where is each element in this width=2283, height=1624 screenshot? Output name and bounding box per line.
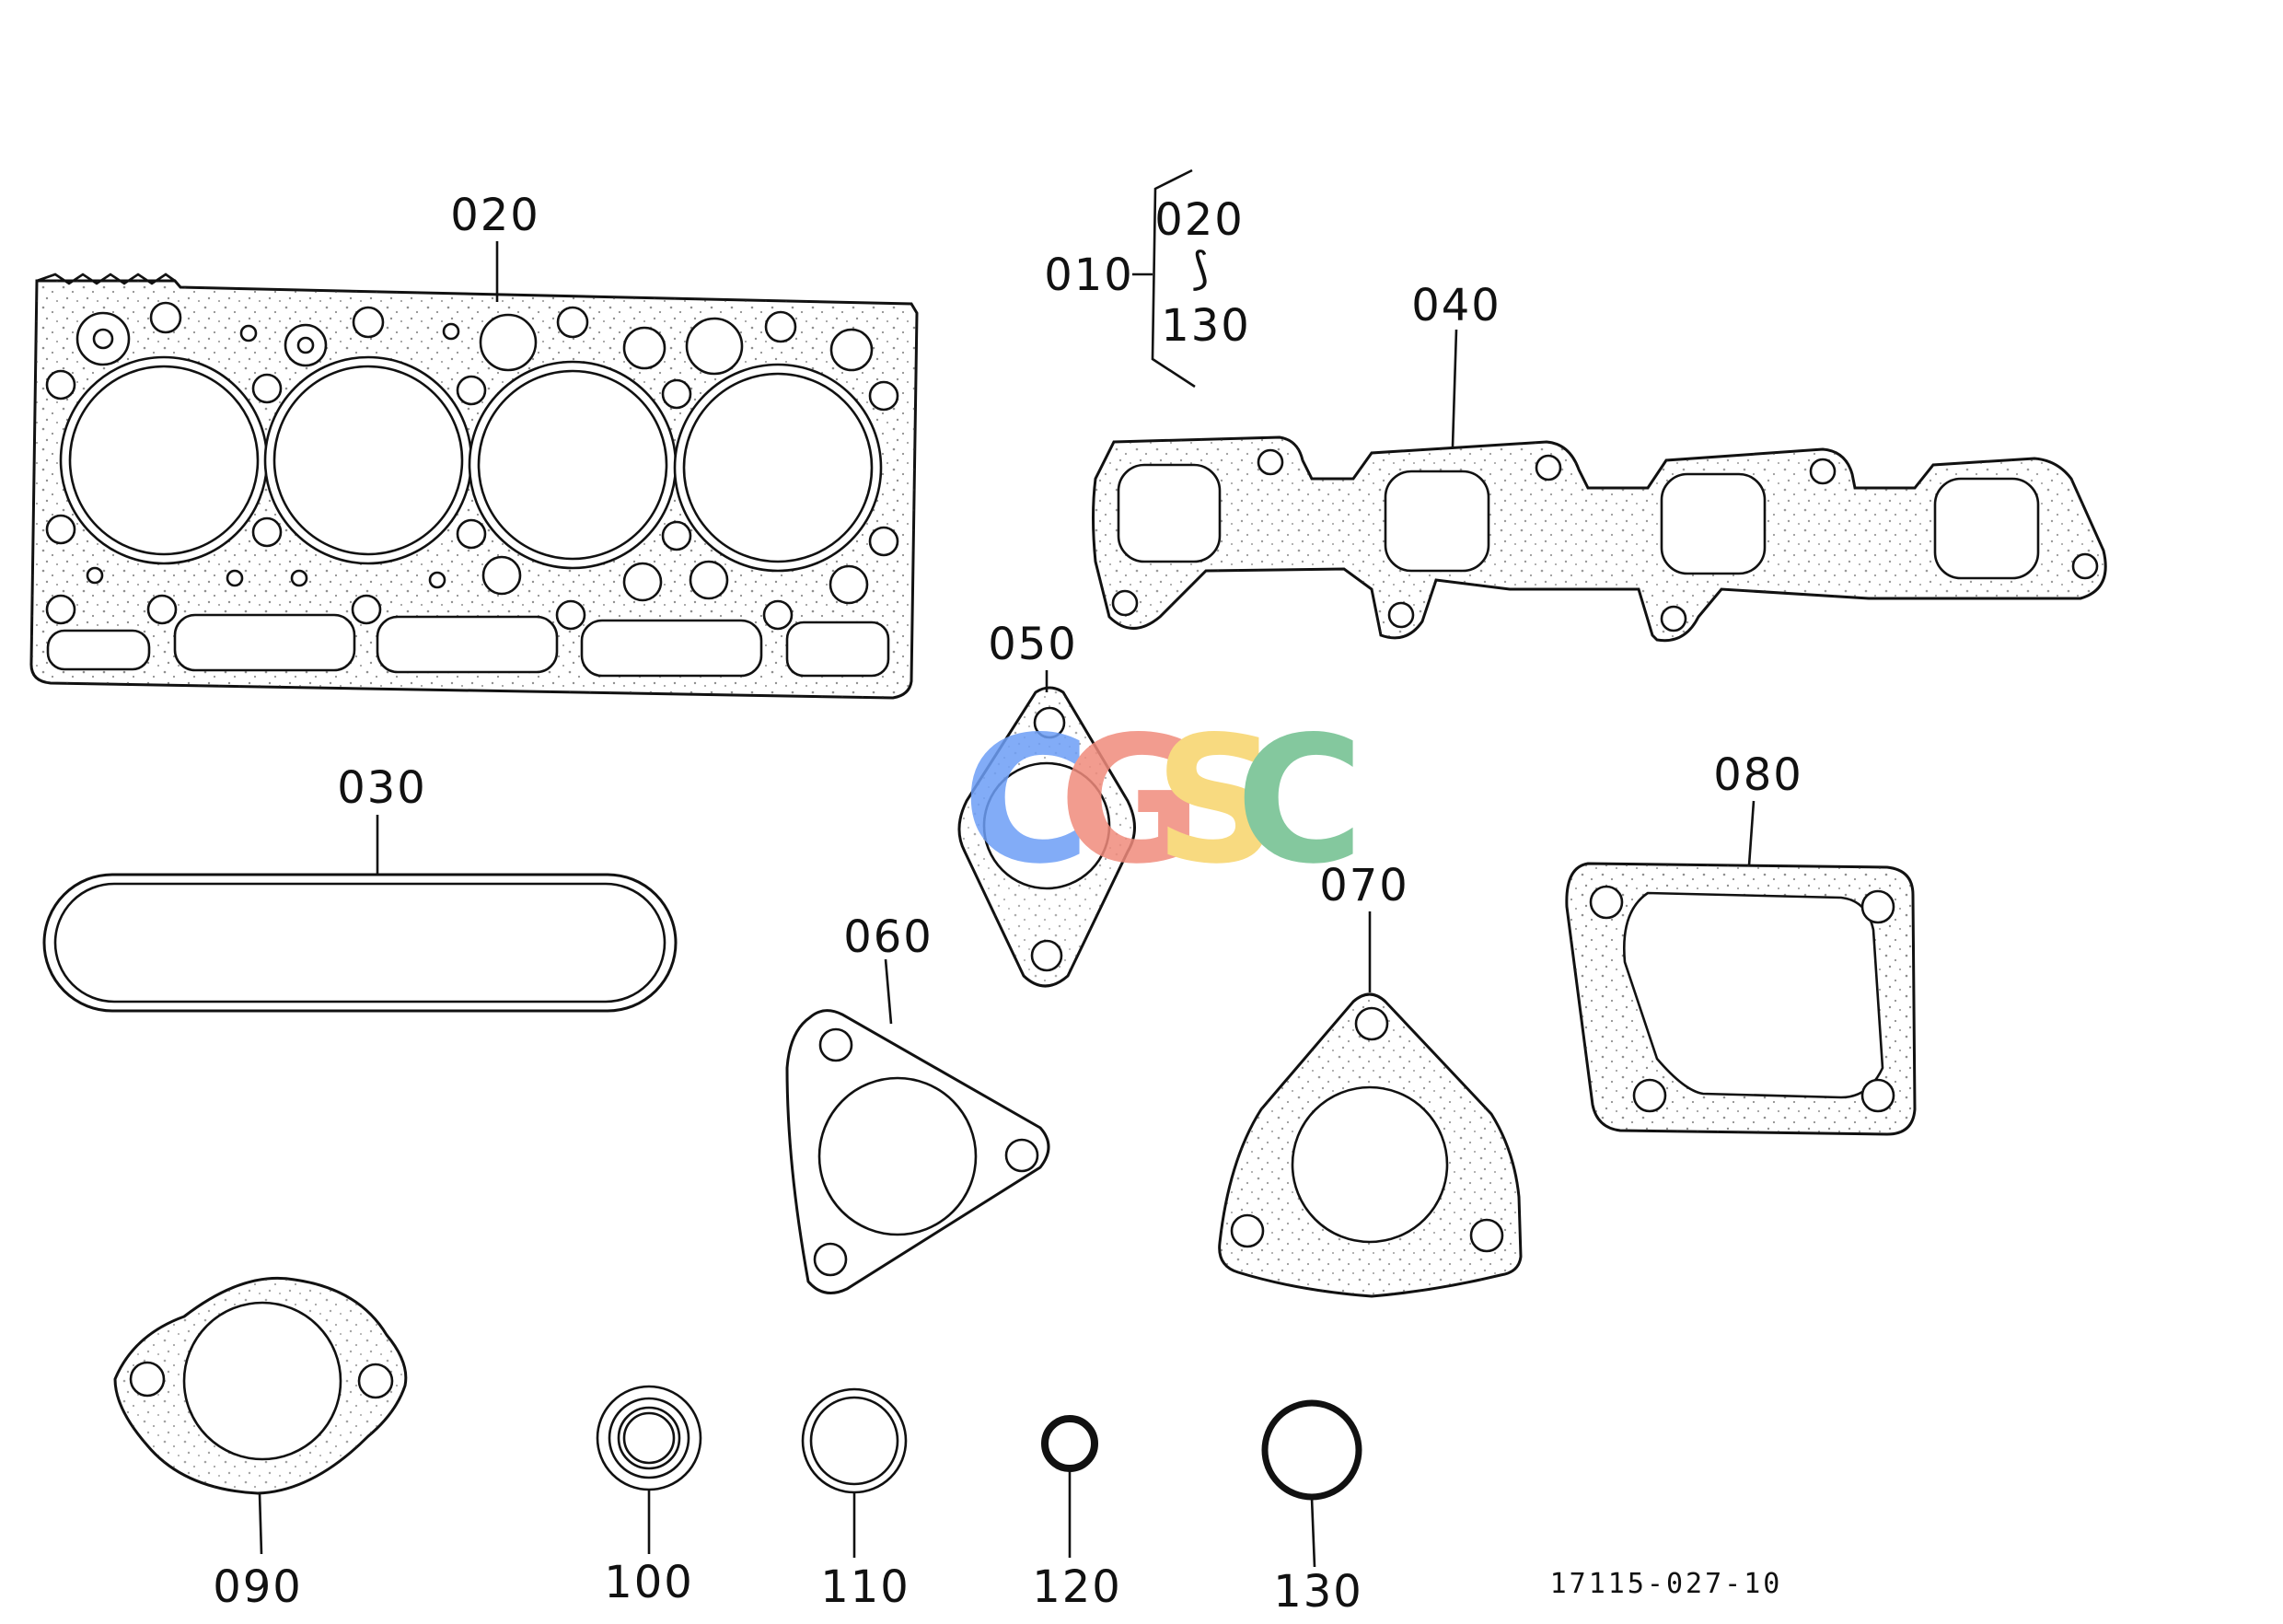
- kit-range-end: 130: [1161, 300, 1251, 352]
- label-130: 130: [1273, 1566, 1363, 1618]
- oil-seal: [596, 1385, 702, 1491]
- label-080: 080: [1713, 749, 1803, 801]
- label-040: 040: [1411, 280, 1501, 331]
- label-020: 020: [450, 190, 540, 241]
- label-060: 060: [843, 911, 933, 963]
- oval-flange-gasket: [113, 1276, 408, 1495]
- watermark-letter-4: C: [1235, 699, 1363, 902]
- diamond-flange-gasket: [957, 686, 1136, 988]
- part-labels: 020 030 040 050 060 070 080 090 100 110 …: [213, 190, 1803, 1618]
- label-070: 070: [1319, 860, 1409, 911]
- label-090: 090: [213, 1561, 303, 1613]
- label-050: 050: [988, 619, 1078, 670]
- kit-range-start: 020: [1154, 194, 1245, 246]
- triangle-flange-gasket-stippled: [1218, 992, 1523, 1298]
- watermark-letter-1: C: [962, 699, 1090, 902]
- kit-range-separator: ⟆: [1192, 243, 1211, 295]
- kit-callout: 010 020 ⟆ 130: [1044, 194, 1251, 352]
- drawing-number: 17115-027-10: [1550, 1568, 1783, 1600]
- watermark-letter-3: S: [1154, 699, 1281, 902]
- leader-lines: [258, 168, 1756, 1568]
- label-100: 100: [604, 1557, 694, 1608]
- triangle-flange-gasket: [785, 1009, 1050, 1294]
- label-110: 110: [820, 1561, 910, 1613]
- label-120: 120: [1032, 1561, 1122, 1613]
- sealing-ring: [801, 1387, 908, 1494]
- watermark-letter-2: G: [1059, 699, 1202, 902]
- manifold-gasket: [1092, 435, 2107, 643]
- label-030: 030: [337, 762, 427, 814]
- cgsc-watermark: C G S C: [962, 699, 1363, 902]
- tappet-cover-gasket: [42, 873, 678, 1013]
- cylinder-head-gasket: [29, 273, 919, 700]
- large-o-ring: [1261, 1399, 1362, 1501]
- rectangular-cover-gasket: [1565, 862, 1917, 1136]
- kit-label: 010: [1044, 249, 1134, 301]
- small-o-ring: [1041, 1415, 1098, 1472]
